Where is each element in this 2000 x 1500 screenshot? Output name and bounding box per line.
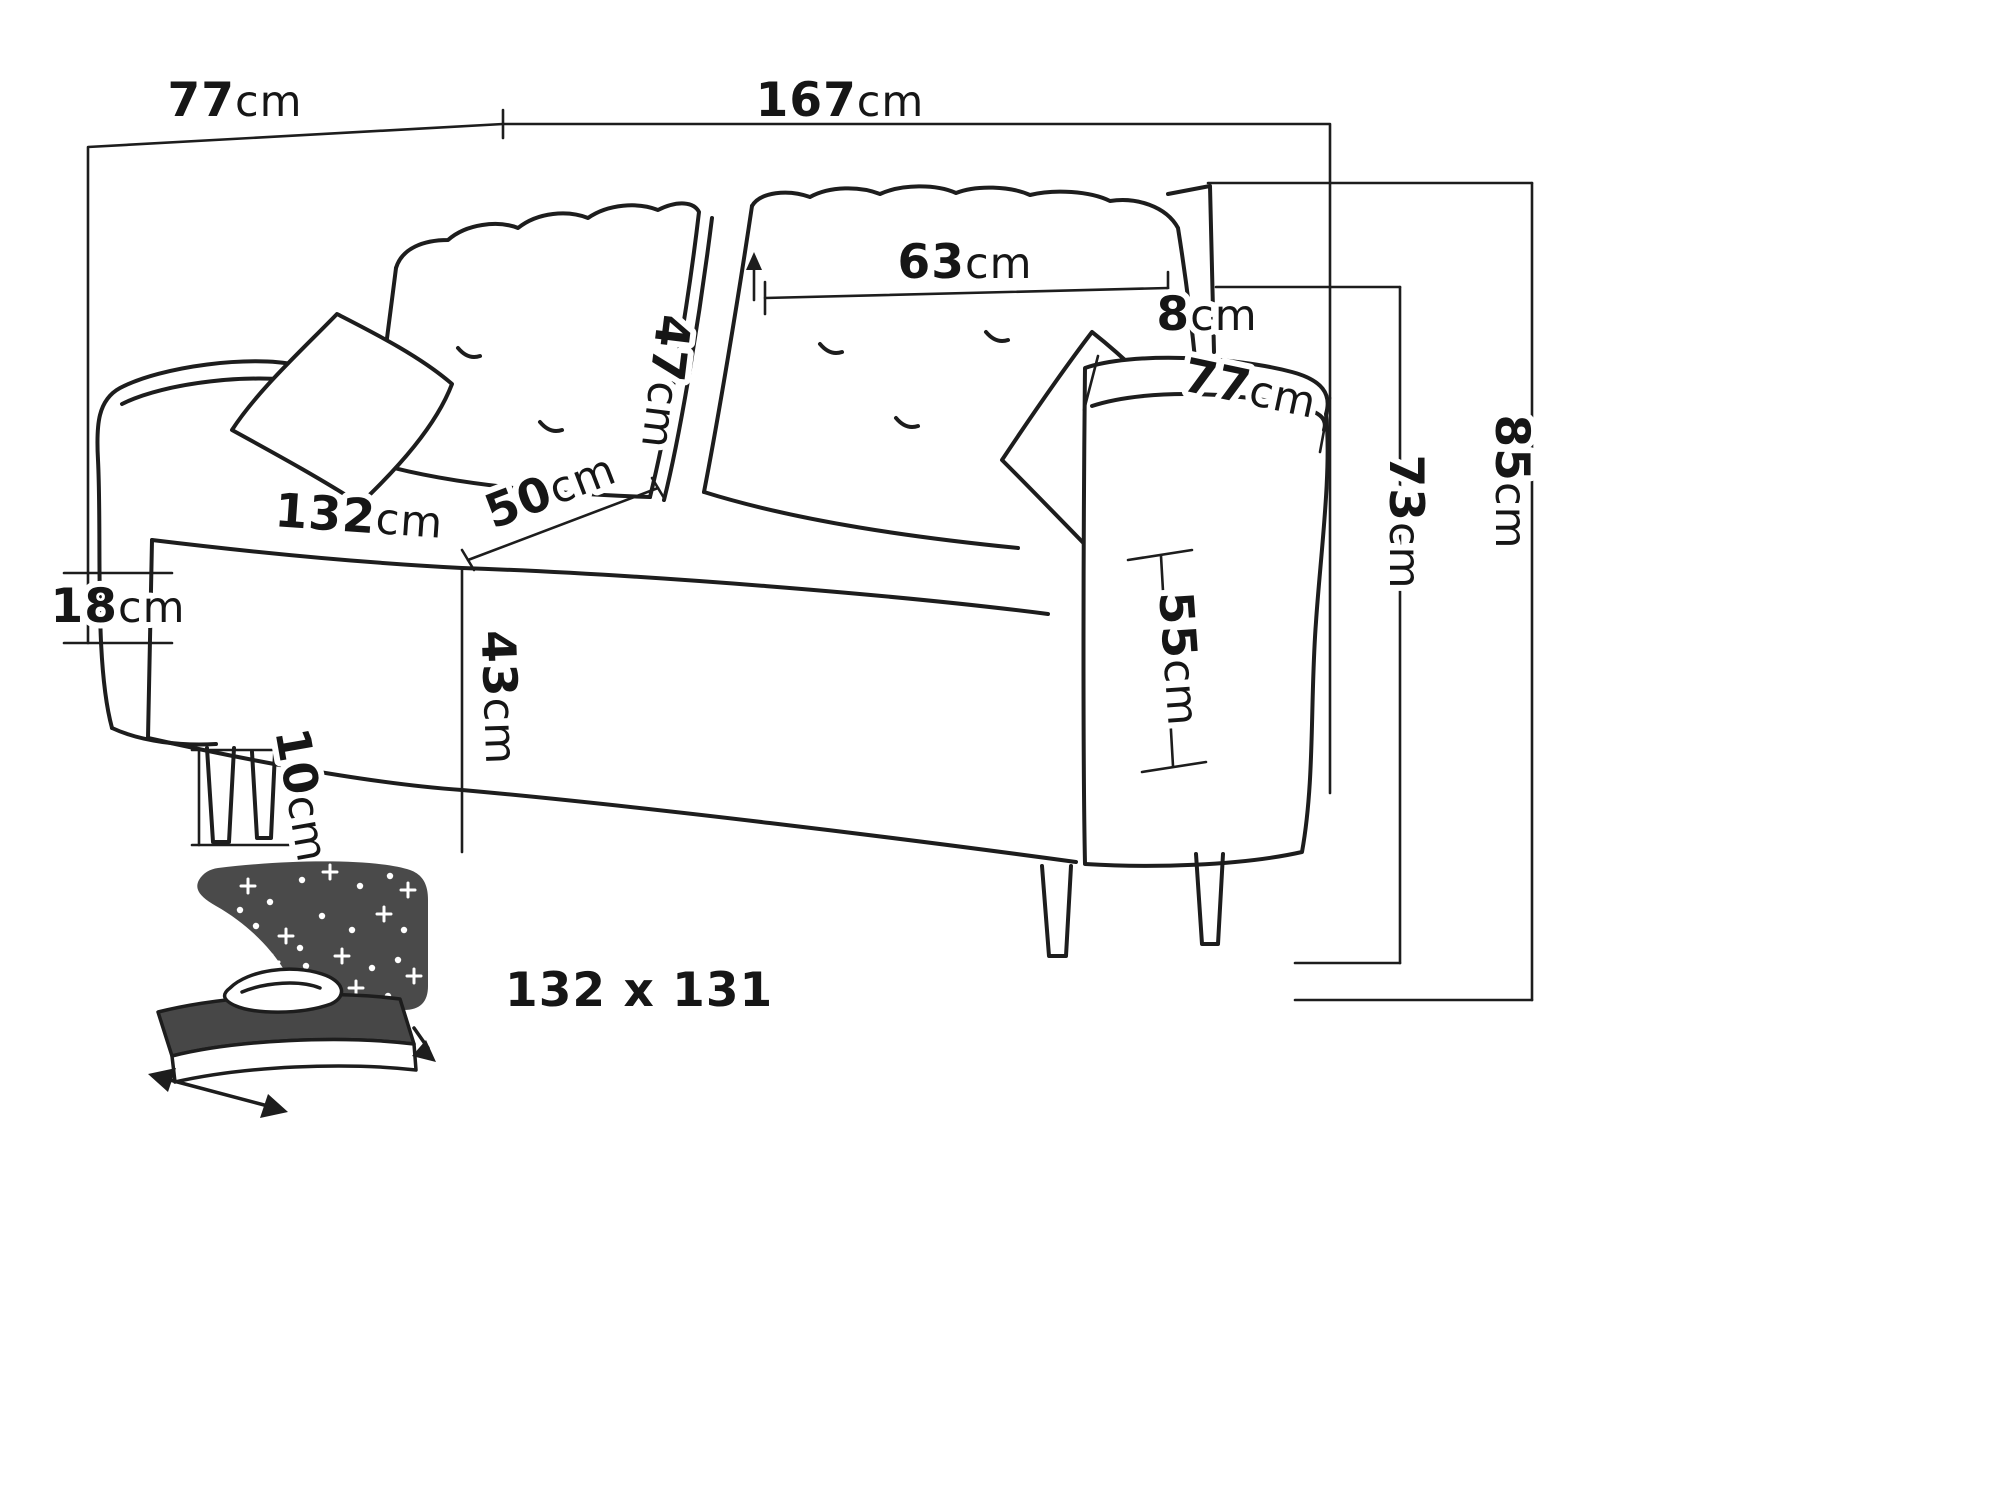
unfold-arrow-head-right	[260, 1094, 288, 1118]
dim-back-top-thickness: 8cm	[1156, 287, 1257, 342]
divider-arrow-head	[746, 252, 762, 270]
dim-seat-height: 43cm	[470, 629, 530, 766]
sleeping-area-label: 132 x 131	[505, 963, 773, 1018]
tuft-mark	[984, 330, 1010, 343]
dim-back-cushion-width: 63cm	[898, 235, 1033, 290]
front-left-leg	[205, 746, 236, 844]
armrest-height-line	[1159, 554, 1175, 768]
dim-seat-width: 132cm	[273, 483, 445, 550]
seat-depth-line	[466, 486, 660, 562]
left-back-cushion-side-seam	[662, 216, 714, 502]
bed-pillow-crease	[240, 981, 322, 994]
star-dot	[318, 912, 326, 920]
seat-left-corner	[146, 538, 154, 740]
star-dot	[400, 926, 408, 934]
star-icon	[375, 905, 393, 923]
star-icon	[263, 953, 281, 971]
left-back-cushion-top	[394, 201, 701, 499]
star-dot	[252, 922, 260, 930]
armrest-height-tick-bottom	[1140, 760, 1208, 774]
dimension-labels: 77cm 167cm 63cm 8cm 77cm 85cm 73cm 55cm …	[45, 67, 1545, 1024]
dim-top-depth: 77cm	[168, 73, 303, 128]
star-dot	[386, 872, 394, 880]
star-icon	[405, 967, 423, 985]
sleeping-area-icon	[148, 861, 436, 1118]
star-dot	[356, 882, 364, 890]
left-throw-pillow	[230, 312, 454, 506]
armrest-height-tick-top	[1126, 548, 1194, 562]
armrest-depth-tick-left	[1082, 354, 1100, 412]
unfold-arrow-head-left	[148, 1068, 176, 1092]
armrest-depth-tick-right	[1318, 396, 1332, 454]
tuft-mark	[456, 346, 482, 359]
right-back-cushion-bottom	[702, 490, 1020, 550]
star-dot	[368, 964, 376, 972]
star-dot	[302, 962, 310, 970]
bed-pillow	[222, 967, 344, 1014]
dim-seat-depth: 50cm	[478, 441, 624, 541]
star-dot	[348, 926, 356, 934]
star-dot	[266, 898, 274, 906]
mattress-side	[170, 1037, 418, 1084]
star-dot	[236, 906, 244, 914]
dim-back-cushion-height: 47cm	[630, 312, 701, 453]
right-back-cushion-top	[750, 184, 1198, 370]
backrest-right-edge	[1166, 184, 1216, 354]
dim-backrest-height: 73cm	[1378, 455, 1433, 590]
night-sky-shape	[197, 861, 428, 1010]
unfold-arrow-line	[168, 1078, 270, 1108]
right-armrest	[1081, 355, 1330, 868]
star-icon	[321, 863, 339, 881]
right-armrest-roll-line	[1090, 392, 1327, 432]
seat-depth-tick-right	[650, 476, 666, 500]
star-dot	[296, 944, 304, 952]
tuft-mark	[538, 420, 564, 433]
star-icon	[277, 927, 295, 945]
dim-total-height: 85cm	[1484, 415, 1539, 550]
dim-base-side-height: 18cm	[51, 579, 186, 634]
dim-armrest-height: 55cm	[1147, 590, 1211, 728]
star-dot	[394, 956, 402, 964]
front-right-leg	[1040, 864, 1073, 958]
unfold-arrow-head-bottom	[412, 1040, 436, 1062]
cushion-width-line	[763, 286, 1170, 300]
dimension-lines	[62, 108, 1534, 1002]
seat-front-edge	[150, 538, 1050, 616]
outer-right-leg	[1194, 852, 1225, 946]
front-left-leg-2	[250, 750, 277, 840]
seat-depth-tick-left	[460, 548, 476, 572]
star-icon	[333, 947, 351, 965]
right-back-cushion-left-edge	[702, 204, 754, 494]
tuft-mark	[894, 416, 920, 429]
tuft-mark	[818, 342, 844, 355]
seat-bottom-edge	[146, 736, 1078, 864]
star-icon	[239, 877, 257, 895]
left-back-cushion-bottom	[370, 460, 652, 499]
sofa-drawing	[95, 184, 1330, 958]
star-icon	[347, 979, 365, 997]
dim-top-width: 167cm	[756, 73, 925, 128]
star-icon	[399, 881, 417, 899]
star-dot	[298, 876, 306, 884]
